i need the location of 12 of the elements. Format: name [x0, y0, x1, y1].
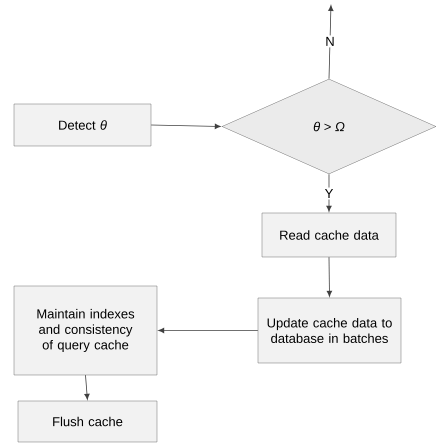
process-box: Detect θ	[14, 104, 152, 146]
edge-label: N	[324, 35, 336, 48]
arrow	[84, 374, 90, 400]
process-box: Update cache data to database in batches	[258, 298, 402, 364]
arrow	[326, 256, 332, 297]
process-box: Read cache data	[262, 212, 396, 258]
arrow	[328, 5, 334, 80]
process-box: Flush cache	[18, 400, 158, 442]
arrow	[150, 124, 221, 130]
arrow	[158, 328, 258, 334]
process-box: Maintain indexes and consistency of query cache	[14, 286, 158, 376]
edge-label: Y	[323, 188, 335, 200]
